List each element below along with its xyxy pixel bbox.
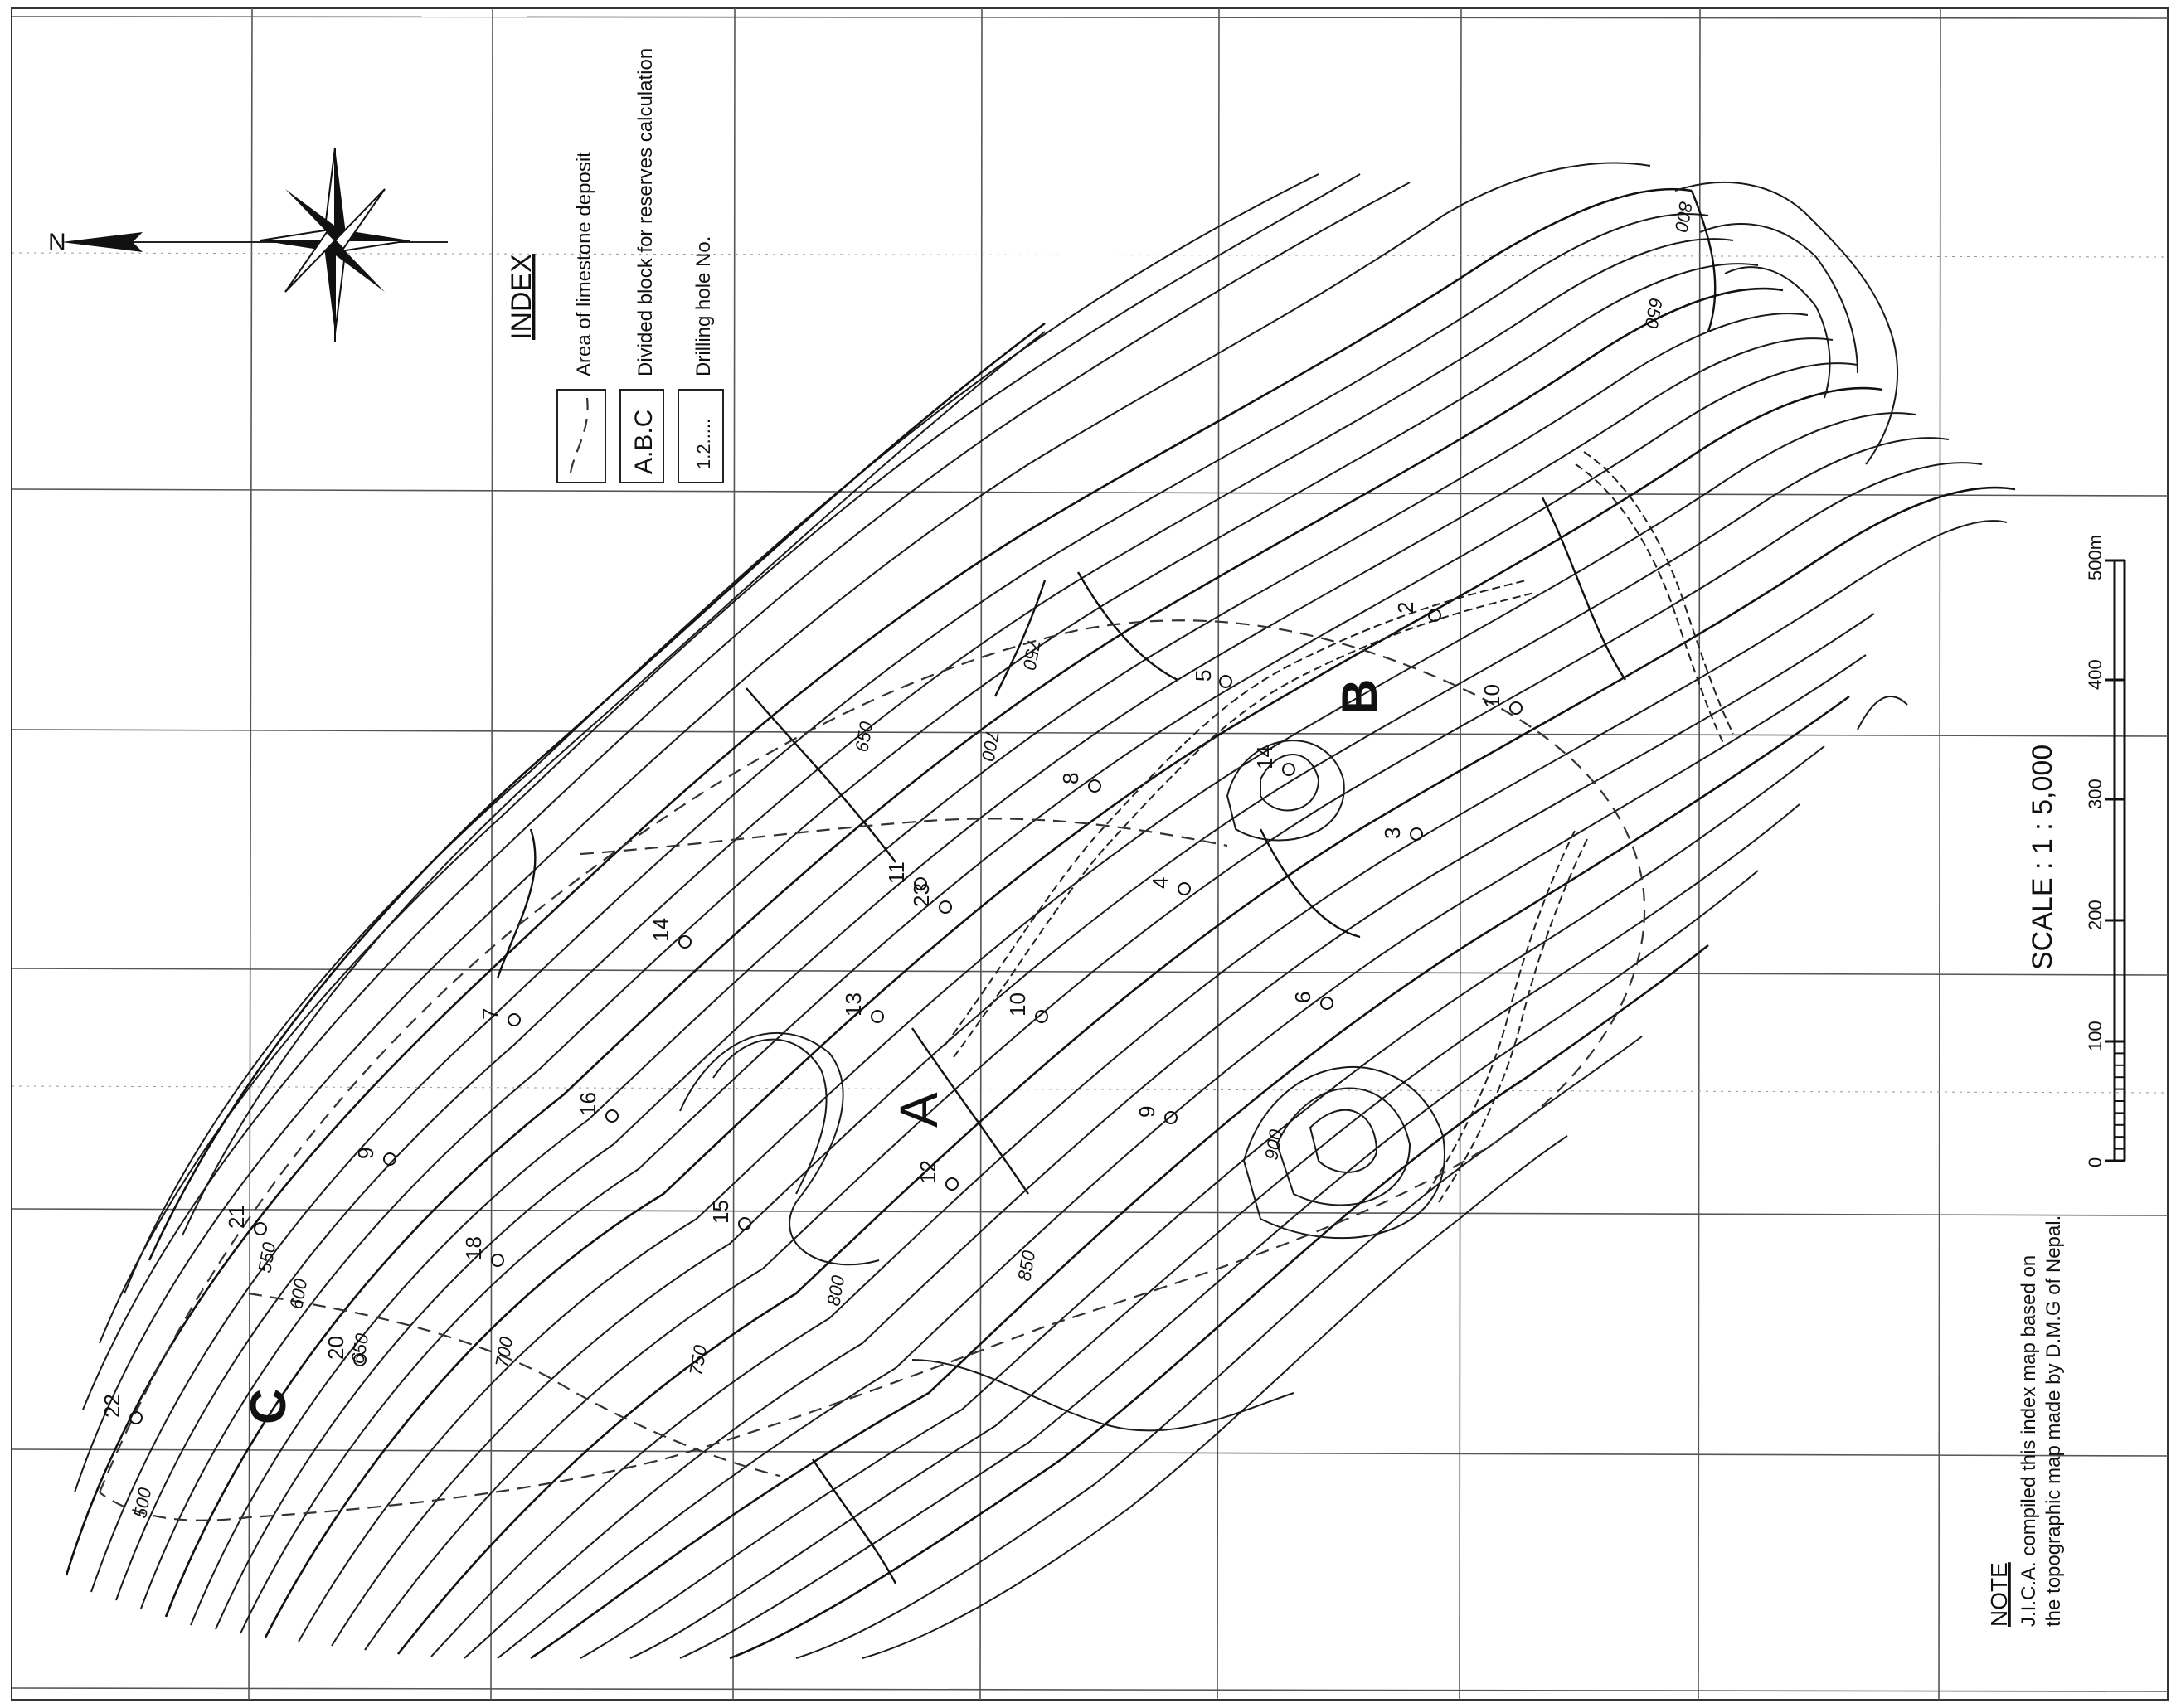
block-label-a: A: [889, 1092, 949, 1128]
limestone-deposit-boundary: [98, 619, 1646, 1521]
svg-text:21: 21: [224, 1205, 249, 1229]
svg-text:22: 22: [100, 1394, 124, 1418]
drill-hole: 2: [1393, 602, 1441, 622]
map-frame: [11, 7, 2169, 1701]
drill-hole: 15: [708, 1200, 751, 1230]
legend-title: INDEX: [506, 254, 537, 340]
svg-text:10: 10: [1479, 684, 1504, 708]
legend-block-symbol: A.B.C: [630, 410, 658, 474]
legend-symbol-blocks: [619, 389, 664, 483]
drill-hole: 14: [1252, 745, 1295, 776]
scale-tick-label: 400: [2085, 659, 2106, 690]
note-line-1: J.I.C.A. compiled this index map based o…: [2018, 1255, 2040, 1627]
scale-tick-label: 300: [2085, 779, 2106, 809]
drill-hole: 14: [648, 918, 692, 949]
drill-hole: 3: [1380, 827, 1423, 841]
scale-text: SCALE : 1 : 5,000: [2027, 745, 2058, 970]
drill-hole: 9: [353, 1148, 396, 1166]
drill-hole: 8: [1058, 773, 1101, 793]
north-label: N: [48, 229, 66, 256]
drill-hole: 4: [1148, 877, 1191, 895]
drill-hole: 21: [224, 1205, 267, 1235]
note-line-2: the topographic map made by D.M.G of Nep…: [2042, 1215, 2065, 1627]
drill-hole: 7: [478, 1008, 521, 1026]
drill-hole: 12: [916, 1160, 959, 1191]
road-lines: [945, 451, 1734, 1203]
block-label-b: B: [1332, 679, 1387, 715]
scale-bar: 0 100 200 300 400 500m: [2085, 535, 2126, 1167]
svg-text:6: 6: [1290, 992, 1315, 1003]
svg-text:14: 14: [648, 918, 673, 942]
drill-hole: 18: [461, 1236, 504, 1267]
svg-text:16: 16: [576, 1092, 600, 1116]
scale-tick-label: 0: [2085, 1157, 2106, 1167]
svg-text:2: 2: [1393, 602, 1418, 614]
drill-hole: 6: [1290, 992, 1333, 1010]
svg-text:13: 13: [841, 992, 866, 1017]
scale-tick-label: 200: [2085, 900, 2106, 930]
block-divider-ac: [248, 1292, 780, 1478]
grid: [11, 7, 2169, 1701]
svg-text:9: 9: [353, 1148, 378, 1159]
drill-hole: 5: [1191, 670, 1232, 688]
svg-text:5: 5: [1191, 670, 1216, 682]
legend-text-holes: Drilling hole No.: [692, 236, 715, 376]
svg-text:12: 12: [916, 1160, 940, 1184]
legend: INDEX A.B.C 1.2..... Area of limestone d…: [506, 48, 724, 483]
legend-hole-symbol: 1.2.....: [693, 419, 714, 469]
svg-text:4: 4: [1148, 877, 1173, 889]
block-divider-ab: [580, 818, 1228, 856]
scale-tick-label: 100: [2085, 1021, 2106, 1051]
drill-hole: 11: [884, 861, 927, 890]
contour-lines: [65, 162, 2016, 1660]
drill-hole: 23: [909, 883, 952, 914]
scale-tick-label: 500m: [2085, 535, 2106, 580]
svg-text:11: 11: [884, 861, 909, 884]
drill-hole: 9: [1134, 1106, 1178, 1124]
drill-holes: 3 2 5 6 7 8 9 9 10 11 12 10 4 14 15 16 1…: [100, 602, 1523, 1424]
svg-text:3: 3: [1380, 827, 1405, 839]
drill-hole: 22: [100, 1394, 143, 1424]
svg-text:9: 9: [1134, 1106, 1159, 1118]
svg-text:18: 18: [461, 1236, 486, 1260]
svg-text:10: 10: [1005, 992, 1030, 1017]
note-title: NOTE: [1986, 1562, 2012, 1627]
svg-text:8: 8: [1058, 773, 1083, 784]
drainage-lines: [496, 190, 1717, 1584]
legend-dash-icon: [569, 397, 589, 473]
compass-rose-icon: [260, 147, 410, 342]
drill-hole: 16: [576, 1092, 619, 1123]
svg-text:23: 23: [909, 883, 934, 907]
legend-text-blocks: Divided block for reserves calculation: [634, 48, 657, 376]
legend-text-deposit: Area of limestone deposit: [573, 152, 595, 376]
drill-hole: 10: [1005, 992, 1048, 1023]
block-label-c: C: [240, 1389, 296, 1424]
drill-hole: 10: [1479, 684, 1523, 715]
legend-symbol-holes: [678, 389, 724, 483]
svg-text:15: 15: [708, 1200, 733, 1224]
svg-text:14: 14: [1252, 745, 1277, 769]
legend-symbol-deposit: [556, 389, 606, 483]
svg-text:20: 20: [323, 1336, 348, 1360]
drill-hole: 20: [323, 1336, 367, 1366]
svg-text:7: 7: [478, 1008, 503, 1020]
note: NOTE J.I.C.A. compiled this index map ba…: [1986, 1215, 2065, 1627]
drill-hole: 13: [841, 992, 884, 1023]
